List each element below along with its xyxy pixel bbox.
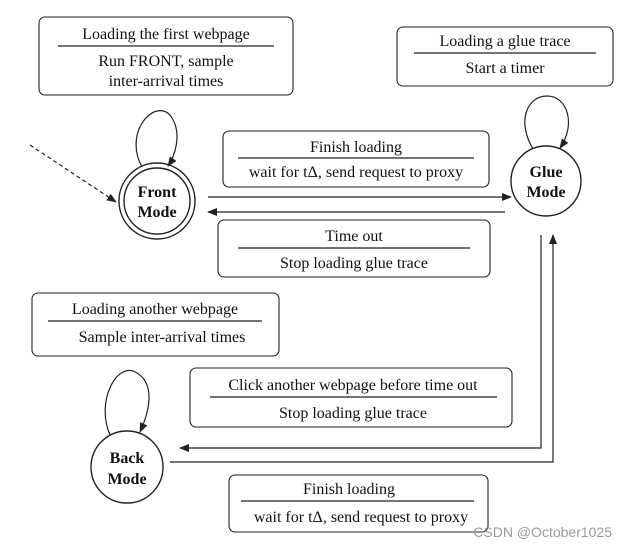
box-action-label: Stop loading glue trace [280, 255, 428, 272]
box-action-label: Start a timer [465, 60, 545, 77]
initial-arrow [29, 144, 117, 203]
box-event-label: Time out [325, 228, 383, 245]
box-event-label: Loading another webpage [72, 301, 238, 318]
box-event-label: Finish loading [310, 139, 402, 156]
back-to-glue-arrow [170, 234, 557, 463]
glue-to-back-arrow [179, 235, 542, 452]
box-action-label: wait for tΔ, send request to proxy [249, 164, 463, 181]
watermark-text: CSDN @October1025 [473, 524, 612, 540]
box-action-label: Sample inter-arrival times [79, 329, 246, 346]
state-label: Mode [107, 471, 146, 488]
state-label: Back [110, 450, 145, 467]
glue-mode-state: Glue Mode [510, 145, 582, 217]
back-self-loop-arrow [104, 370, 150, 436]
box-event-label: Loading the first webpage [82, 26, 250, 43]
state-label: Front [138, 184, 177, 201]
front-to-glue-box: Finish loading wait for tΔ, send request… [222, 130, 490, 188]
glue-self-loop-arrow [524, 95, 570, 150]
box-event-label: Click another webpage before time out [228, 377, 478, 394]
front-mode-state: Front Mode [118, 162, 196, 240]
back-to-glue-box: Finish loading wait for tΔ, send request… [228, 474, 489, 533]
state-label: Mode [526, 184, 565, 201]
glue-self-loop-box: Loading a glue trace Start a timer [396, 26, 614, 87]
box-action-label: wait for tΔ, send request to proxy [254, 509, 468, 526]
glue-to-front-box: Time out Stop loading glue trace [217, 219, 491, 278]
box-event-label: Loading a glue trace [439, 33, 570, 50]
box-action-label: Run FRONT, sample [98, 53, 233, 70]
box-action-label: Stop loading glue trace [279, 405, 427, 422]
back-self-loop-box: Loading another webpage Sample inter-arr… [31, 292, 280, 357]
box-action-label: inter-arrival times [109, 73, 224, 90]
back-mode-state: Back Mode [90, 430, 164, 504]
state-label: Mode [137, 204, 176, 221]
front-self-loop-box: Loading the first webpage Run FRONT, sam… [38, 16, 294, 96]
state-label: Glue [530, 164, 563, 181]
box-event-label: Finish loading [303, 481, 395, 498]
glue-to-back-box: Click another webpage before time out St… [189, 367, 513, 428]
front-self-loop-arrow [135, 110, 178, 168]
